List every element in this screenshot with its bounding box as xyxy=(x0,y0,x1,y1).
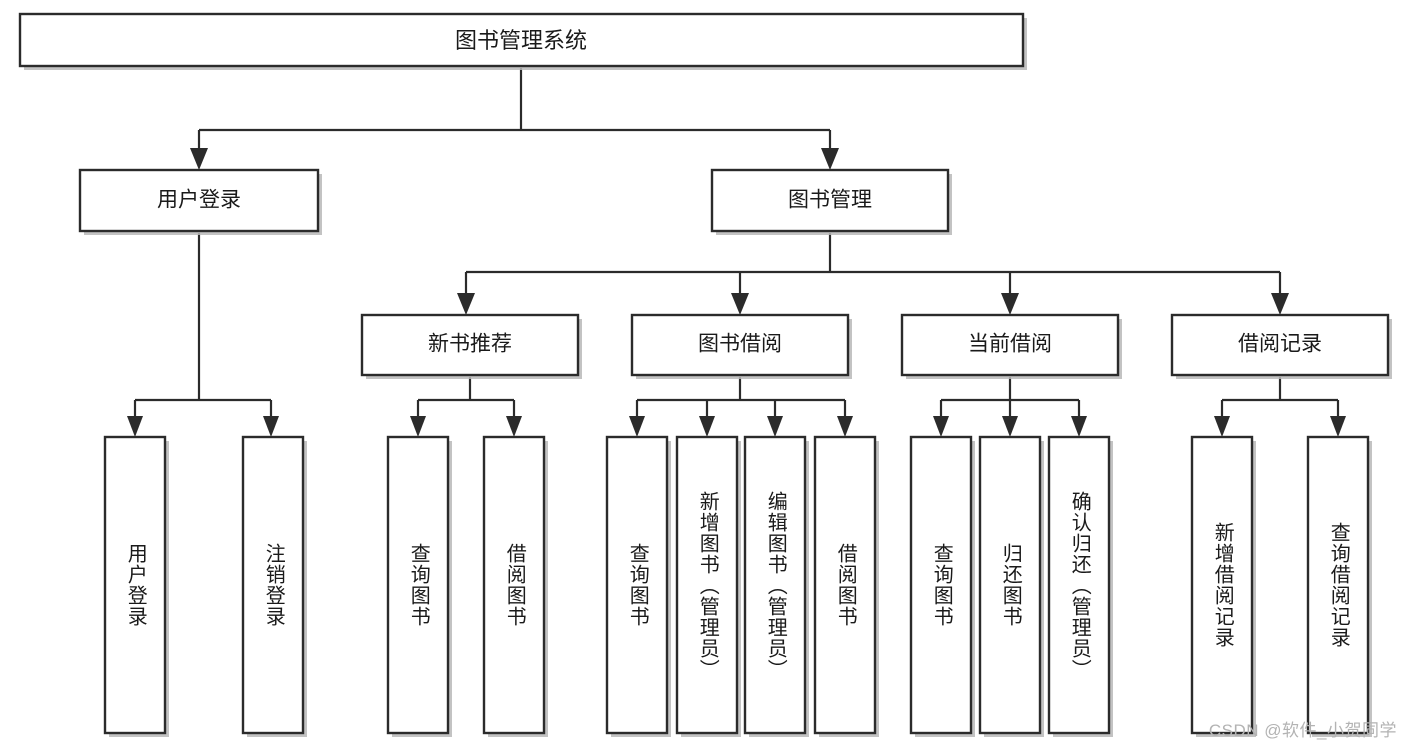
arrowhead-current-borrow xyxy=(1001,293,1019,315)
arrowhead-to-book-manage xyxy=(821,148,839,170)
watermark: CSDN @软件_小贺同学 xyxy=(1208,721,1397,740)
node-leaf-add-borrow-record[interactable] xyxy=(1190,435,1254,735)
node-leaf-confirm-return-admin[interactable] xyxy=(1047,435,1111,735)
node-current-borrow-label: 当前借阅 xyxy=(968,333,1052,356)
node-borrow-record[interactable] xyxy=(1170,313,1390,377)
node-layer: 图书管理系统 用户登录 图书管理 新书推荐 图书借阅 当前借阅 借阅记录 xyxy=(18,12,1392,737)
node-book-manage[interactable] xyxy=(710,168,950,233)
arrowhead-newbook-leaf-2 xyxy=(506,416,522,437)
node-user-login[interactable] xyxy=(78,168,320,233)
node-leaf-query-book-a[interactable] xyxy=(386,435,450,735)
node-leaf-logout[interactable] xyxy=(241,435,305,735)
arrowhead-current-leaf-3 xyxy=(1071,416,1087,437)
arrowhead-book-borrow xyxy=(731,293,749,315)
node-new-book-recommend[interactable] xyxy=(360,313,580,377)
node-leaf-borrow-book-a[interactable] xyxy=(482,435,546,735)
node-leaf-query-book-c[interactable] xyxy=(909,435,973,735)
node-borrow-record-label: 借阅记录 xyxy=(1238,333,1322,356)
arrowhead-record-leaf-1 xyxy=(1214,416,1230,437)
arrowhead-borrow-leaf-2 xyxy=(699,416,715,437)
arrowhead-borrow-leaf-1 xyxy=(629,416,645,437)
arrowhead-newbook-leaf-1 xyxy=(410,416,426,437)
arrowhead-current-leaf-2 xyxy=(1002,416,1018,437)
node-book-borrow-label: 图书借阅 xyxy=(698,333,782,356)
node-root[interactable] xyxy=(18,12,1025,68)
arrowhead-current-leaf-1 xyxy=(933,416,949,437)
arrowhead-user-leaf-1 xyxy=(127,416,143,437)
node-book-borrow[interactable] xyxy=(630,313,850,377)
node-leaf-edit-book-admin[interactable] xyxy=(743,435,807,735)
node-user-login-label: 用户登录 xyxy=(157,189,241,212)
node-leaf-return-book[interactable] xyxy=(978,435,1042,735)
node-leaf-query-book-b[interactable] xyxy=(605,435,669,735)
arrowhead-record-leaf-2 xyxy=(1330,416,1346,437)
node-leaf-query-borrow-record[interactable] xyxy=(1306,435,1370,735)
node-new-book-label: 新书推荐 xyxy=(428,333,512,356)
arrowhead-user-leaf-2 xyxy=(263,416,279,437)
node-leaf-add-book-admin[interactable] xyxy=(675,435,739,735)
arrowhead-new-book xyxy=(457,293,475,315)
node-leaf-borrow-book-b[interactable] xyxy=(813,435,877,735)
node-leaf-user-login[interactable] xyxy=(103,435,167,735)
node-root-label: 图书管理系统 xyxy=(455,28,587,53)
arrowhead-borrow-leaf-3 xyxy=(767,416,783,437)
node-book-manage-label: 图书管理 xyxy=(788,189,872,212)
node-current-borrow[interactable] xyxy=(900,313,1120,377)
connector-layer xyxy=(127,68,1346,437)
arrowhead-borrow-record xyxy=(1271,293,1289,315)
arrowhead-borrow-leaf-4 xyxy=(837,416,853,437)
arrowhead-to-user-login xyxy=(190,148,208,170)
